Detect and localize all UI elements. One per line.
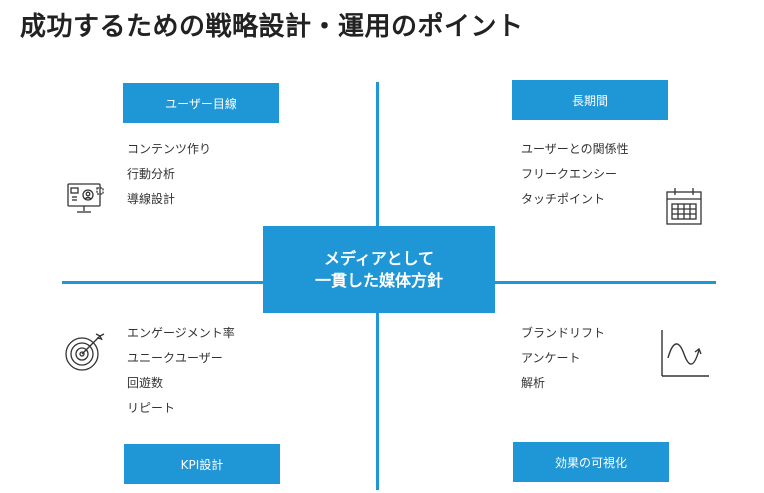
label-visualization: 効果の可視化 [513,442,669,482]
label-user-perspective: ユーザー目線 [123,83,279,123]
list-item: エンゲージメント率 [127,326,235,340]
center-line-2: 一貫した媒体方針 [314,270,443,290]
monitor-user-icon [66,182,106,216]
list-item: 解析 [521,376,546,390]
graph-icon [659,328,711,380]
calendar-icon [665,187,705,227]
center-box: メディアとして 一貫した媒体方針 [263,226,495,313]
list-item: フリークエンシー [521,167,618,181]
list-visualization: ブランドリフト アンケート 解析 [521,321,605,396]
horizontal-axis-left [62,281,264,284]
list-item: ユーザーとの関係性 [521,142,629,156]
list-item: ブランドリフト [521,326,606,340]
list-item: リピート [127,401,176,415]
list-long-term: ユーザーとの関係性 フリークエンシー タッチポイント [521,137,629,212]
list-item: コンテンツ作り [127,142,212,156]
list-user-perspective: コンテンツ作り 行動分析 導線設計 [127,137,211,212]
list-item: 行動分析 [127,167,176,181]
vertical-axis-bottom [376,312,379,490]
target-icon [64,330,108,374]
list-kpi-design: エンゲージメント率 ユニークユーザー 回遊数 リピート [127,321,235,421]
page-title: 成功するための戦略設計・運用のポイント [20,12,524,42]
list-item: 回遊数 [127,376,164,390]
vertical-axis-top [376,82,379,226]
label-kpi-design: KPI設計 [124,444,280,484]
list-item: ユニークユーザー [127,351,223,365]
list-item: アンケート [521,351,581,365]
label-long-term: 長期間 [512,80,668,120]
list-item: 導線設計 [127,192,176,206]
center-line-1: メディアとして [323,248,435,268]
horizontal-axis-right [494,281,716,284]
list-item: タッチポイント [521,192,606,206]
